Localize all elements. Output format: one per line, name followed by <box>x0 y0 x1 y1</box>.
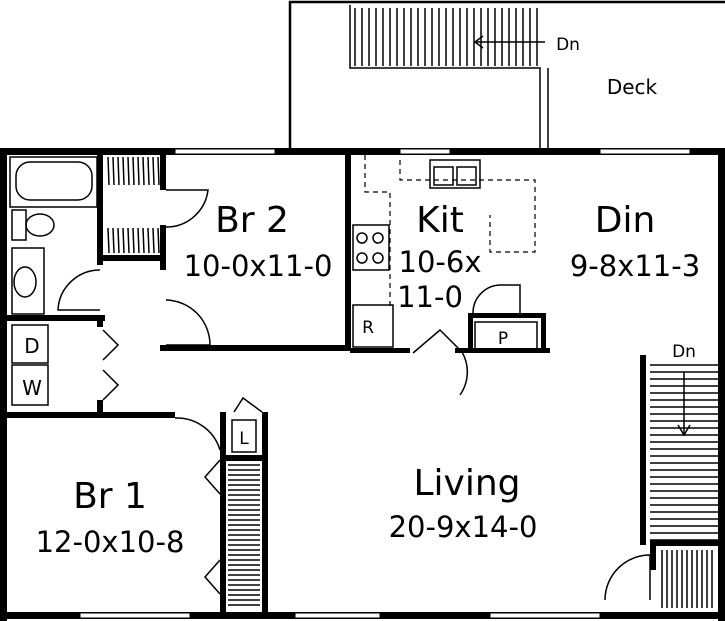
kit-size-line2: 11-0 <box>397 280 463 314</box>
living-stairs: Dn <box>650 342 718 541</box>
linen-label: L <box>239 429 249 449</box>
interior-walls <box>5 155 720 612</box>
sink-icon <box>11 247 45 315</box>
toilet-icon <box>11 209 27 241</box>
hatch-line <box>152 227 155 254</box>
hatch-line <box>147 156 150 186</box>
hatch-line <box>142 156 145 186</box>
kitchen-fixtures: R P <box>352 155 538 351</box>
hatch-line <box>137 156 140 186</box>
refrigerator <box>352 304 394 348</box>
hatch-line <box>132 156 135 186</box>
hatch-line <box>132 227 135 254</box>
hatch-line <box>157 156 160 186</box>
doors <box>57 189 651 601</box>
hatch-line <box>122 156 125 186</box>
living-size: 20-9x14-0 <box>389 510 538 544</box>
din-size: 9-8x11-3 <box>570 249 700 283</box>
br1-size: 12-0x10-8 <box>36 525 185 559</box>
pantry-label: P <box>498 329 508 349</box>
hatch-line <box>152 156 155 186</box>
br2-size: 10-0x11-0 <box>184 249 333 283</box>
hatch-line <box>137 227 140 254</box>
living-name: Living <box>413 463 520 504</box>
refrigerator-label: R <box>362 318 374 338</box>
hatch-line <box>127 227 130 254</box>
living-stairs-label: Dn <box>672 342 696 362</box>
hatch-line <box>142 227 145 254</box>
bathroom-fixtures <box>9 156 98 315</box>
deck-stairs <box>354 8 538 66</box>
washer-label: W <box>22 376 42 400</box>
kit-name: Kit <box>416 200 464 241</box>
hatch-line <box>107 156 110 186</box>
hatching <box>107 156 713 608</box>
dryer-label: D <box>24 334 39 358</box>
din-name: Din <box>595 200 656 241</box>
hatch-line <box>112 227 115 254</box>
hatch-line <box>127 156 130 186</box>
hatch-line <box>117 156 120 186</box>
br1-name: Br 1 <box>73 476 147 517</box>
exterior-walls <box>0 148 725 621</box>
kitchen-sink-icon <box>429 159 481 189</box>
hatch-line <box>122 227 125 254</box>
deck-label: Deck <box>607 75 658 99</box>
hatch-line <box>147 227 150 254</box>
bathtub-icon <box>9 156 98 208</box>
kit-size-line1: 10-6x <box>399 245 482 279</box>
hatch-line <box>112 156 115 186</box>
stove-icon <box>352 224 390 271</box>
laundry: D W L <box>11 324 257 453</box>
hatch-line <box>117 227 120 254</box>
deck: Dn Deck <box>288 0 725 150</box>
br2-name: Br 2 <box>215 200 289 241</box>
hatch-line <box>107 227 110 254</box>
hatch-line <box>157 227 160 254</box>
deck-stairs-label: Dn <box>556 35 580 55</box>
